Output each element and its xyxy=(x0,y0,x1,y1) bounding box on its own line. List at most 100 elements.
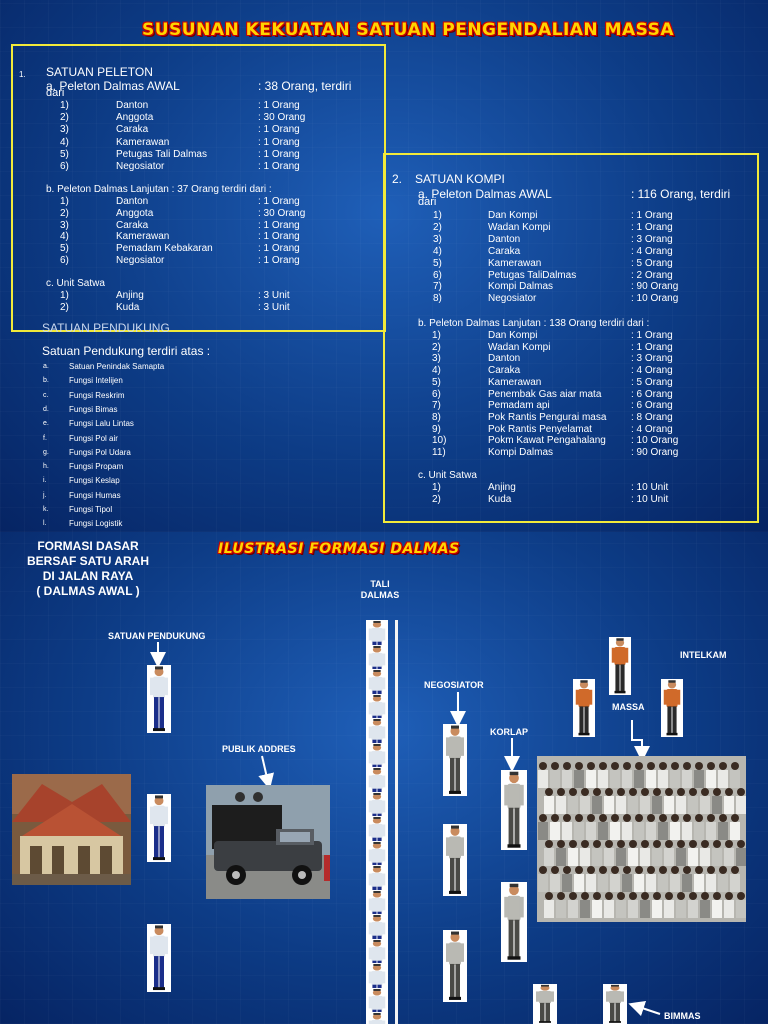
peleton-b-label: Anggota xyxy=(116,207,154,219)
officer-grey-figure xyxy=(443,724,467,796)
satuan-pendukung-label: SATUAN PENDUKUNG xyxy=(108,631,206,641)
kompi-a-number: 5) xyxy=(433,257,442,269)
officer-figure xyxy=(366,1012,388,1024)
peleton-a-cont: dari xyxy=(46,87,65,99)
pendukung-marker: k. xyxy=(43,506,49,513)
kompi-b-number: 1) xyxy=(432,330,441,341)
massa-figure xyxy=(573,679,595,737)
kompi-b-value: : 5 Orang xyxy=(631,376,673,388)
kompi-a-label: Wadan Kompi xyxy=(488,221,551,233)
kompi-a-number: 8) xyxy=(433,293,442,305)
kompi-c-value: : 10 Unit xyxy=(631,482,669,493)
kompi-b-label: Pemadam api xyxy=(488,400,550,412)
slide-title: SUSUNAN KEKUATAN SATUAN PENGENDALIAN MAS… xyxy=(142,20,675,40)
kompi-a-label: Kamerawan xyxy=(488,257,542,269)
peleton-b-value: : 1 Orang xyxy=(258,219,300,231)
peleton-c-label: Kuda xyxy=(116,302,140,313)
kompi-a-value: : 1 Orang xyxy=(631,221,673,233)
kompi-b-number: 11) xyxy=(432,447,446,458)
pendukung-marker: a. xyxy=(43,363,49,370)
arrow-bimmas xyxy=(628,1000,661,1017)
peleton-a-label: Anggota xyxy=(116,112,154,124)
kompi-a-label: Danton xyxy=(488,233,521,245)
pendukung-heading: SATUAN PENDUKUNG xyxy=(42,321,170,335)
kompi-a-value: : 10 Orang xyxy=(631,293,679,305)
pendukung-marker: b. xyxy=(43,377,49,385)
peleton-b-label: Pemadam Kebakaran xyxy=(116,243,213,255)
slide2-title: ILUSTRASI FORMASI DALMAS xyxy=(218,541,460,557)
kompi-a-number: 6) xyxy=(433,269,442,281)
kompi-b-label: Wadan Kompi xyxy=(488,341,551,353)
peleton-b-label: Kamerawan xyxy=(116,231,170,243)
kompi-a-number: 4) xyxy=(433,245,442,257)
tali-line-2: DALMAS xyxy=(360,590,400,600)
kompi-b-label: Kompi Dalmas xyxy=(488,447,554,458)
kompi-a-value: : 1 Orang xyxy=(631,210,673,221)
peleton-b-number: 2) xyxy=(60,207,69,219)
korlap-label: KORLAP xyxy=(490,727,528,737)
kompi-c-value: : 10 Unit xyxy=(631,494,669,505)
peleton-a-value: : 1 Orang xyxy=(258,124,300,136)
peleton-b-number: 6) xyxy=(60,255,69,266)
peleton-c-label: Anjing xyxy=(116,290,144,301)
kompi-b-value: : 10 Orang xyxy=(631,435,679,447)
kompi-a-cont: dari xyxy=(418,196,437,208)
peleton-b-label: Caraka xyxy=(116,219,149,231)
pendukung-marker: c. xyxy=(43,391,49,399)
kompi-b-number: 6) xyxy=(432,388,441,400)
pendukung-marker: f. xyxy=(43,434,47,442)
pendukung-marker: l. xyxy=(43,520,47,528)
kompi-heading: SATUAN KOMPI xyxy=(415,172,505,186)
intelkam-label: INTELKAM xyxy=(680,650,727,660)
kompi-c-title: c. Unit Satwa xyxy=(418,470,477,481)
peleton-b-label: Negosiator xyxy=(116,255,165,266)
pendukung-item: Fungsi Reskrim xyxy=(69,390,125,400)
massa-label: MASSA xyxy=(612,702,645,712)
kompi-a-label: Caraka xyxy=(488,245,521,257)
kompi-b-number: 9) xyxy=(432,423,441,435)
kompi-b-number: 2) xyxy=(432,341,441,353)
kompi-a-count: : 116 Orang, terdiri xyxy=(631,187,731,201)
pendukung-item: Fungsi Bimas xyxy=(69,404,118,414)
peleton-a-number: 2) xyxy=(60,112,69,124)
pendukung-marker: h. xyxy=(43,463,49,471)
kompi-b-value: : 1 Orang xyxy=(631,341,673,353)
peleton-a-label: Negosiator xyxy=(116,161,165,172)
kompi-a-value: : 90 Orang xyxy=(631,281,679,293)
officer-figure xyxy=(147,665,171,733)
officer-grey-figure xyxy=(443,824,467,896)
formasi-line-2: BERSAF SATU ARAH xyxy=(27,554,149,568)
peleton-b-number: 4) xyxy=(60,231,69,243)
kompi-a-label: Kompi Dalmas xyxy=(488,281,554,293)
kompi-b-label: Danton xyxy=(488,353,521,365)
kompi-b-value: : 1 Orang xyxy=(631,330,673,341)
pendukung-item: Fungsi Tipol xyxy=(69,505,113,514)
peleton-box xyxy=(11,44,386,332)
kompi-b-value: : 6 Orang xyxy=(631,388,673,400)
massa-figure xyxy=(661,679,683,737)
kompi-b-label: Caraka xyxy=(488,365,521,377)
kompi-b-label: Pokm Kawat Pengahalang xyxy=(488,435,606,447)
slide-susunan-kekuatan: SUSUNAN KEKUATAN SATUAN PENGENDALIAN MAS… xyxy=(0,0,768,532)
kompi-a-title: a. Peleton Dalmas AWAL xyxy=(418,187,552,201)
officer-grey-figure xyxy=(603,984,627,1024)
pendukung-item: Fungsi Intelijen xyxy=(69,376,123,386)
massa-crowd-photo xyxy=(537,756,746,922)
publik-addres-truck-photo xyxy=(206,785,330,899)
peleton-b-number: 1) xyxy=(60,196,69,207)
pendukung-marker: i. xyxy=(43,477,47,485)
arrow-massa xyxy=(631,720,650,762)
kompi-b-label: Dan Kompi xyxy=(488,330,538,341)
peleton-number: 1. xyxy=(19,70,26,79)
pendukung-item: Fungsi Pol Udara xyxy=(69,447,131,457)
peleton-a-value: : 1 Orang xyxy=(258,100,300,111)
kompi-a-value: : 4 Orang xyxy=(631,245,673,257)
kompi-b-value: : 6 Orang xyxy=(631,400,673,412)
pendukung-item: Satuan Penindak Samapta xyxy=(69,362,165,371)
peleton-a-number: 5) xyxy=(60,148,69,160)
peleton-b-value: : 1 Orang xyxy=(258,231,300,243)
pendukung-item: Fungsi Pol air xyxy=(69,433,118,443)
pendukung-item: Fungsi Logistik xyxy=(69,519,123,529)
kompi-a-label: Dan Kompi xyxy=(488,210,538,221)
bimmas-label: BIMMAS xyxy=(664,1011,701,1021)
